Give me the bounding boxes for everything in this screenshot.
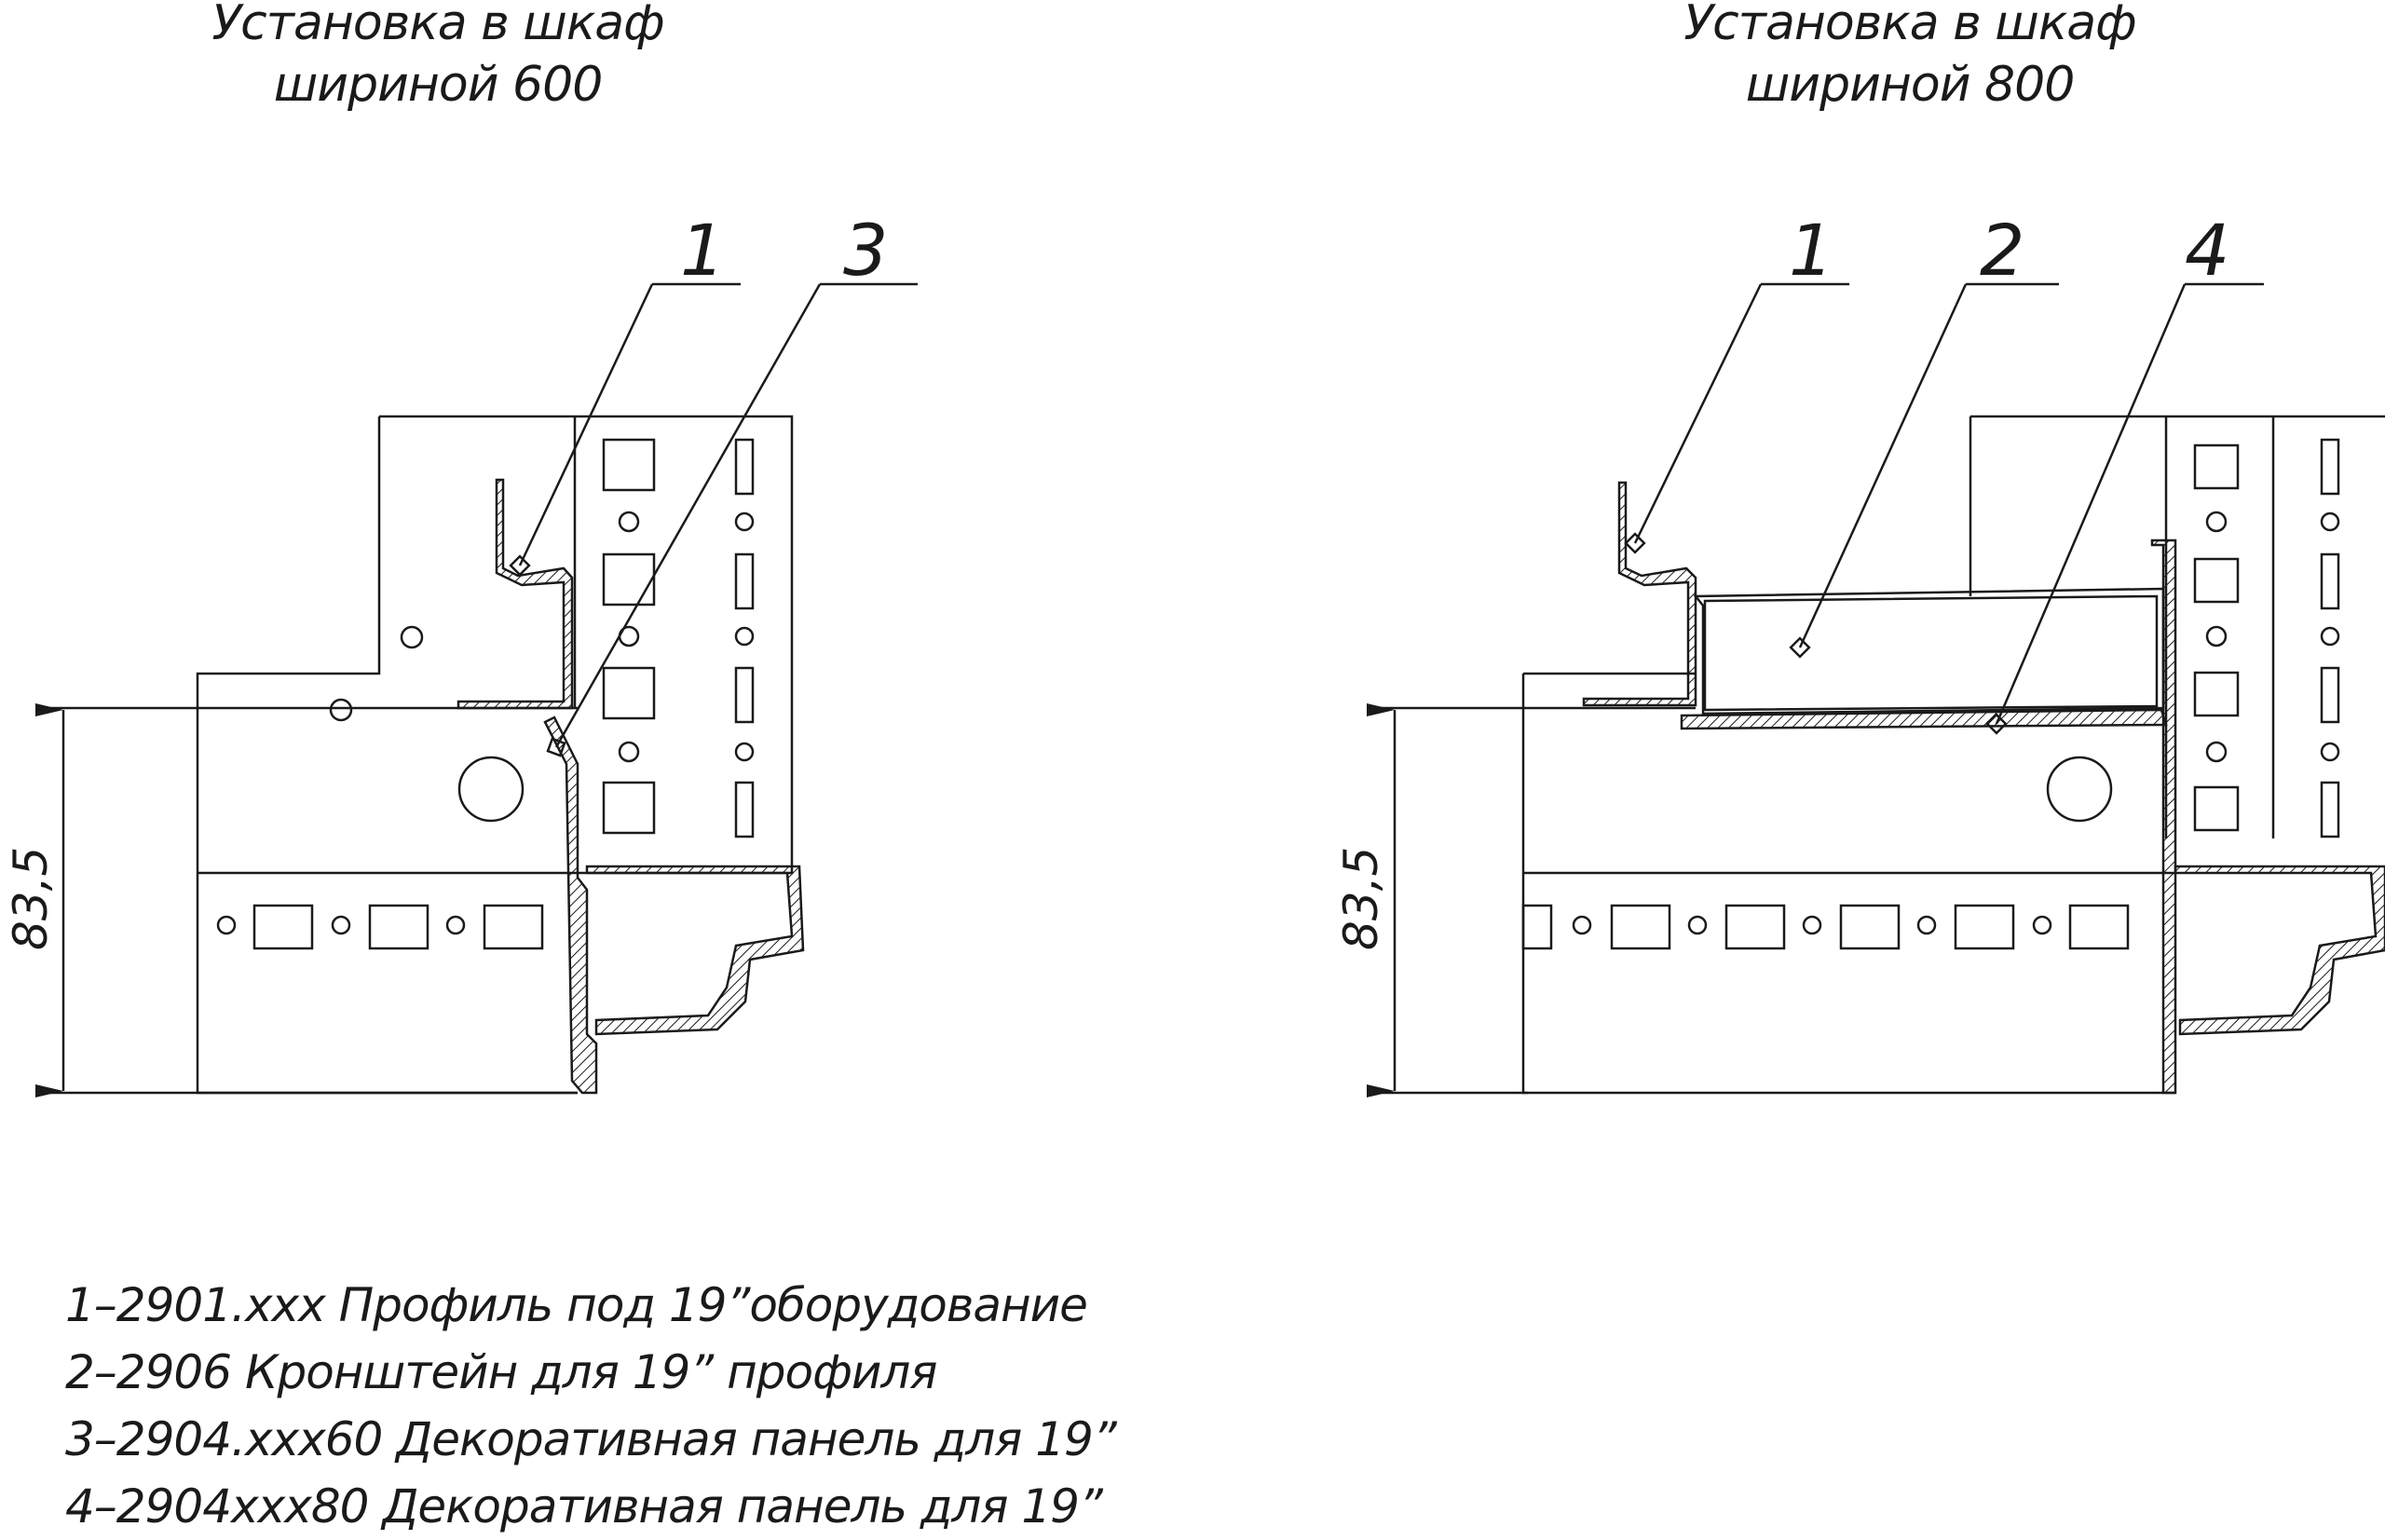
rack-slots: [2320, 438, 2340, 838]
legend-item: 1–2901.xxx Профиль под 19”оборудование: [65, 1278, 1088, 1332]
panel-holes: [1521, 904, 2130, 950]
legend-item: 3–2904.xxx60 Декоративная панель для 19”: [65, 1412, 1117, 1466]
profile-19-section: [1582, 481, 1697, 707]
view-800-drawing: [1367, 282, 2385, 1097]
callout-1-left: 1: [680, 209, 725, 292]
leader-4: [1995, 283, 2187, 725]
view-600-title-line1: Установка в шкаф: [211, 0, 664, 51]
bracket-outline: [585, 865, 805, 1036]
decorative-panel-side: [2150, 538, 2177, 1095]
bracket-2-section: [1693, 587, 2165, 715]
legend-item: 2–2906 Кронштейн для 19” профиля: [65, 1345, 937, 1399]
bracket-outline: [2174, 865, 2385, 1036]
leader-3: [554, 283, 822, 748]
view-600-title-line2: шириной 600: [273, 57, 604, 113]
decorative-panel-section: [543, 715, 598, 1095]
cable-hole: [457, 756, 525, 823]
cable-hole: [2046, 756, 2113, 823]
parts-legend: 1–2901.xxx Профиль под 19”оборудование 2…: [65, 1272, 1117, 1540]
panel-holes: [216, 904, 544, 950]
legend-item: 4–2904xxx80 Декоративная панель для 19”: [65, 1479, 1103, 1533]
callout-2-right: 2: [1980, 209, 2024, 292]
view-600-title: Установка в шкаф шириной 600: [158, 0, 717, 116]
rack-round-holes: [618, 511, 640, 763]
rack-square-holes: [2193, 443, 2240, 832]
bracket-2-body: [1703, 594, 2159, 712]
leader-2: [1798, 283, 1968, 648]
callout-4-right: 4: [2185, 209, 2229, 292]
cabinet-step: [1521, 674, 2175, 1095]
mount-hole: [329, 698, 353, 722]
view-800-title: Установка в шкаф шириной 800: [1584, 0, 2236, 116]
cabinet-outline: [379, 415, 794, 875]
marker-1: [1624, 532, 1646, 554]
rack-slots: [734, 438, 755, 838]
marker-4: [1985, 713, 2008, 735]
rack-round-holes: [2205, 511, 2228, 763]
dimension-label-right: 83,5: [1334, 847, 1388, 950]
dimension-label-left: 83,5: [4, 847, 58, 950]
view-800-title-line1: Установка в шкаф: [1683, 0, 2136, 51]
cabinet-step: [196, 416, 578, 1095]
leader-1: [518, 283, 654, 566]
view-600-drawing: [35, 282, 918, 1097]
marker-2: [1789, 636, 1811, 659]
leader-1: [1633, 283, 1763, 544]
rack-square-holes: [602, 438, 656, 835]
callout-1-right: 1: [1789, 209, 1833, 292]
mount-hole: [400, 625, 424, 649]
view-800-title-line2: шириной 800: [1745, 57, 2076, 113]
callout-3-left: 3: [843, 209, 888, 292]
marker-1: [509, 554, 531, 577]
profile-19-section: [457, 478, 574, 710]
